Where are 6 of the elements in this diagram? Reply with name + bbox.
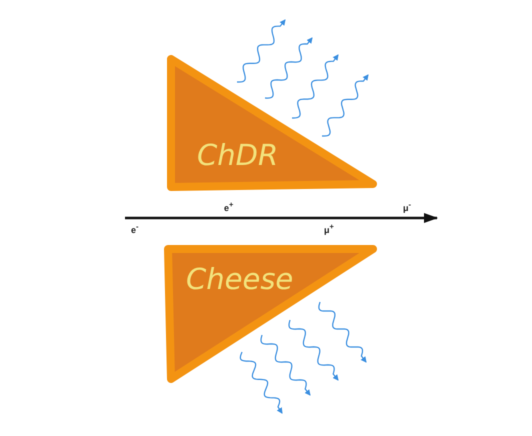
particle-label: e$^{-}$ <box>131 223 139 235</box>
particle-label: e$^{+}$ <box>224 201 234 213</box>
particle-label: μ$^{+}$ <box>324 223 334 235</box>
target-label: ChDR <box>197 141 278 170</box>
target-label: Cheese <box>186 265 294 294</box>
particle-label: μ$^{-}$ <box>403 201 412 213</box>
